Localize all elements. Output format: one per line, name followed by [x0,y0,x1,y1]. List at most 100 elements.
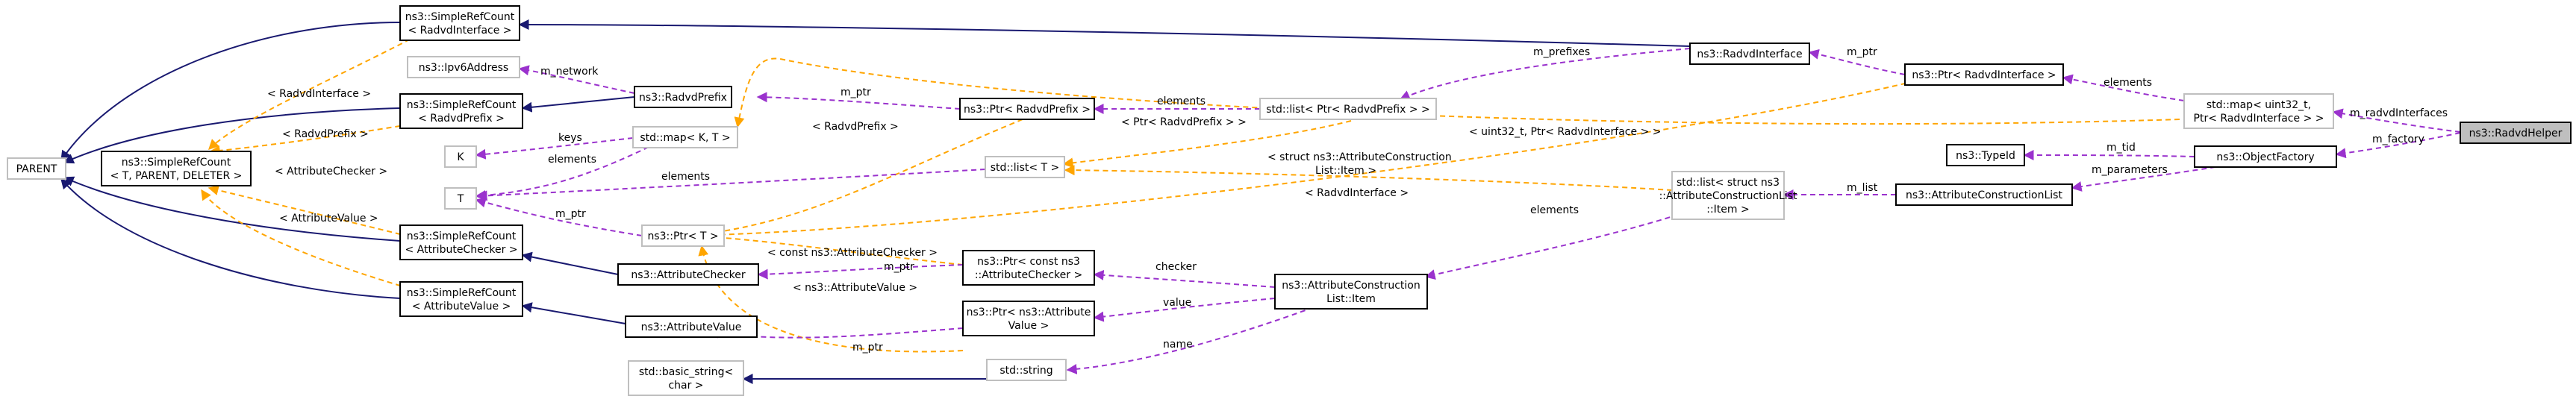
label-tpl-ptr-radvd-prefix: < Ptr< RadvdPrefix > > [1121,116,1247,128]
edge-member-value [1093,298,1276,322]
node-label-line-1: ns3::AttributeConstruction [1282,280,1420,292]
node-std-string[interactable]: std::string [986,359,1067,381]
node-label-line-2: < AttributeValue > [412,301,511,313]
edge-member-name [1066,307,1314,374]
node-label-line-2: < RadvdInterface > [408,25,511,37]
node-std-list-t-label: std::list< T > [991,162,1060,174]
node-label-line-1: ns3::SimpleRefCount [405,11,515,23]
node-t[interactable]: T [444,187,477,210]
node-label-line-2: ::AttributeChecker > [975,269,1082,281]
node-attribute-construction-list-item[interactable]: ns3::AttributeConstruction List::Item [1274,274,1428,310]
node-label-line-1: std::basic_string< [639,366,733,378]
node-ptr-radvd-interface[interactable]: ns3::Ptr< RadvdInterface > [1904,63,2064,86]
label-tpl-uint32: < uint32_t, Ptr< RadvdInterface > > [1469,126,1661,138]
node-std-list-ptr-radvd-prefix-label: std::list< Ptr< RadvdPrefix > > [1266,104,1430,116]
label-m-network: m_network [540,66,599,78]
node-parent-label: PARENT [16,163,57,175]
node-simplerefcount-radvd-interface[interactable]: ns3::SimpleRefCount < RadvdInterface > [399,5,520,41]
edge-member-m-prefixes [1399,48,1691,101]
template-edges [201,34,2180,353]
label-elements-map-uint: elements [2103,77,2152,89]
node-simplerefcount-t-parent-deleter[interactable]: ns3::SimpleRefCount < T, PARENT, DELETER… [101,151,252,186]
node-label-line-3: ::Item > [1706,204,1749,216]
label-m-ptr-prefix: m_ptr [841,87,871,98]
node-std-list-ptr-radvd-prefix[interactable]: std::list< Ptr< RadvdPrefix > > [1259,98,1437,120]
node-typeid[interactable]: ns3::TypeId [1946,144,2025,166]
label-m-radvd-interfaces: m_radvdInterfaces [2350,107,2448,119]
node-radvd-helper[interactable]: ns3::RadvdHelper [2460,122,2572,144]
node-ptr-radvd-prefix[interactable]: ns3::Ptr< RadvdPrefix > [959,98,1095,120]
edge-member-m-parameters [2071,165,2225,192]
node-ptr-attribute-value[interactable]: ns3::Ptr< ns3::Attribute Value > [962,301,1095,336]
edge-member-m-ptr-iface [1808,48,1906,75]
edge-tpl-ptr-checker-to-ptr-t [714,232,964,266]
edge-member-m-radvd-interfaces [2332,108,2461,133]
node-ptr-t-label: ns3::Ptr< T > [647,230,718,242]
edge-member-checker [1093,269,1276,288]
node-radvd-prefix[interactable]: ns3::RadvdPrefix [634,86,732,108]
inheritance-edges [60,19,1691,384]
node-std-basic-string[interactable]: std::basic_string< char > [628,360,744,396]
node-std-string-label: std::string [999,365,1052,377]
edge-member-m-factory [2335,132,2461,159]
node-typeid-label: ns3::TypeId [1956,150,2015,162]
node-simplerefcount-radvd-prefix[interactable]: ns3::SimpleRefCount < RadvdPrefix > [399,93,523,129]
edge-labels: < RadvdInterface > < RadvdPrefix > < Att… [267,46,2448,354]
edge-tpl-ptr-iface-to-ptr-t [712,74,1942,240]
node-label-line-2: List::Item [1326,293,1376,305]
label-m-ptr-iface: m_ptr [1847,46,1877,58]
node-simplerefcount-attribute-value[interactable]: ns3::SimpleRefCount < AttributeValue > [399,281,523,317]
node-std-map-uint32-ptr-radvd-interface[interactable]: std::map< uint32_t, Ptr< RadvdInterface … [2183,93,2334,129]
label-checker: checker [1156,261,1197,273]
node-radvd-helper-label: ns3::RadvdHelper [2469,128,2563,139]
node-attribute-checker[interactable]: ns3::AttributeChecker [617,263,759,286]
label-tpl-radvd-prefix-b: < RadvdPrefix > [812,121,899,133]
node-label-line-2: < RadvdPrefix > [418,113,505,125]
label-tpl-const-checker: < const ns3::AttributeChecker > [767,247,938,259]
node-std-list-t[interactable]: std::list< T > [985,156,1065,178]
node-label-line-1: ns3::SimpleRefCount [122,157,231,169]
node-ptr-radvd-prefix-label: ns3::Ptr< RadvdPrefix > [964,104,1091,116]
node-attribute-construction-list[interactable]: ns3::AttributeConstructionList [1895,183,2073,206]
label-m-tid: m_tid [2106,142,2136,154]
node-radvd-interface[interactable]: ns3::RadvdInterface [1689,43,1810,65]
node-parent[interactable]: PARENT [7,157,66,180]
edge-member-keys [475,137,634,160]
node-label-line-1: std::list< struct ns3 [1677,177,1780,189]
node-ptr-radvd-interface-label: ns3::Ptr< RadvdInterface > [1912,69,2056,81]
node-label-line-1: ns3::Ptr< const ns3 [977,256,1080,268]
label-tpl-attr-value-a: < AttributeValue > [279,213,378,224]
edge-inherit-src-radvd-prefix-parent [63,107,401,164]
label-m-prefixes: m_prefixes [1533,46,1590,58]
node-label-line-2: < T, PARENT, DELETER > [110,170,243,182]
node-ptr-t[interactable]: ns3::Ptr< T > [641,224,725,247]
node-attribute-value[interactable]: ns3::AttributeValue [625,315,758,338]
node-simplerefcount-attribute-checker[interactable]: ns3::SimpleRefCount < AttributeChecker > [399,224,523,260]
edge-tpl-map-uint-to-map-kt [734,57,2180,128]
edge-member-m-tid [2023,150,2195,161]
edge-tpl-list-prefix-to-list-t [1062,120,1352,169]
node-ptr-const-attribute-checker[interactable]: ns3::Ptr< const ns3 ::AttributeChecker > [962,250,1095,286]
node-attribute-checker-label: ns3::AttributeChecker [631,269,746,281]
node-t-label: T [457,193,464,205]
node-object-factory[interactable]: ns3::ObjectFactory [2194,145,2337,168]
label-keys: keys [558,132,582,144]
edge-tpl-list-item-to-list-t [1064,165,1673,191]
label-elements-item: elements [1530,204,1579,216]
edge-inherit-prefix [521,96,635,113]
edge-inherit-src-radvd-iface-parent [60,22,401,162]
node-radvd-interface-label: ns3::RadvdInterface [1697,48,1802,60]
label-tpl-radvd-prefix-a: < RadvdPrefix > [282,128,369,140]
edge-tpl-src-checker [208,185,419,239]
label-tpl-struct-item-1: < struct ns3::AttributeConstruction [1267,151,1452,163]
node-k[interactable]: K [444,145,477,168]
node-label-line-2: < AttributeChecker > [405,244,517,256]
edge-inherit-src-checker-parent [63,176,401,242]
node-ipv6address[interactable]: ns3::Ipv6Address [407,56,520,78]
node-std-map-k-t-label: std::map< K, T > [640,132,730,144]
node-std-list-struct-item[interactable]: std::list< struct ns3 ::AttributeConstru… [1659,171,1797,220]
edge-member-elements-map-uint [2062,74,2185,101]
edge-tpl-src-value [201,189,419,292]
node-std-map-k-t[interactable]: std::map< K, T > [632,126,738,148]
edge-inherit-value [521,302,626,324]
